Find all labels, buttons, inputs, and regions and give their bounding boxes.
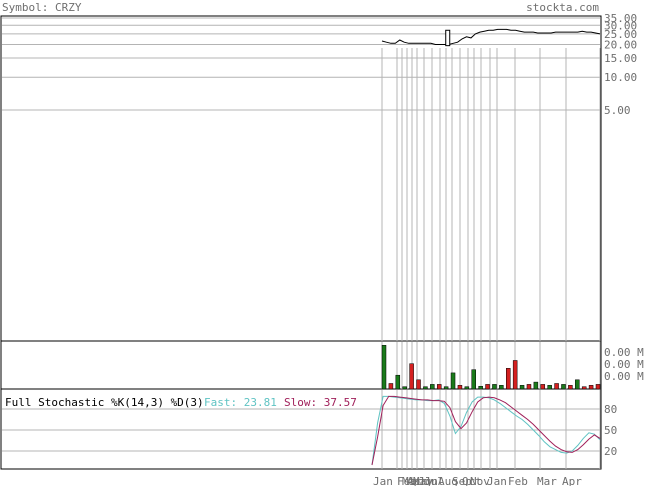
slow-value-label: Slow: 37.57 — [284, 396, 357, 409]
price-tick-label: 25.00 — [604, 28, 637, 41]
volume-tick-label: 0.00 M — [604, 346, 644, 359]
volume-bar — [540, 384, 546, 390]
volume-bar — [575, 379, 580, 390]
price-panel-frame — [0, 15, 602, 342]
volume-bar — [436, 384, 442, 390]
volume-bar — [561, 384, 566, 390]
x-tick-label: Feb — [397, 475, 417, 486]
volume-tick-label: 0.00 M — [604, 370, 644, 383]
x-tick-label: Aug — [438, 475, 458, 486]
volume-bar — [595, 384, 601, 390]
volume-bar — [464, 386, 470, 390]
price-tick-label: 10.00 — [604, 71, 637, 84]
x-tick-label: Oct — [462, 475, 482, 486]
volume-bar — [457, 385, 463, 390]
x-tick-label: Nov — [470, 475, 490, 486]
grid-lines — [2, 17, 601, 469]
price-tick-label: 5.00 — [604, 104, 631, 117]
volume-bar — [395, 374, 401, 390]
volume-bar — [430, 384, 435, 390]
x-tick-label: Jan — [487, 475, 507, 486]
stochastic-title: Full Stochastic %K(14,3) %D(3) — [5, 396, 204, 409]
x-tick-label: Jan — [373, 475, 393, 486]
price-tick-label: 20.00 — [604, 38, 637, 51]
volume-bar — [450, 372, 456, 390]
fast-value-label: Fast: 23.81 — [204, 396, 277, 409]
volume-bar — [554, 383, 559, 390]
volume-bar — [506, 368, 511, 390]
price-candle — [445, 29, 451, 47]
x-tick-label: Sep — [452, 475, 472, 486]
price-line — [381, 28, 601, 45]
price-tick-label: 30.00 — [604, 19, 637, 32]
volume-bar — [568, 385, 573, 390]
x-tick-label: Apr — [407, 475, 427, 486]
volume-bar — [519, 385, 525, 390]
volume-bar — [381, 345, 387, 390]
x-tick-label: Mar — [402, 475, 422, 486]
volume-bars — [381, 345, 601, 390]
x-tick-label: May — [413, 475, 433, 486]
stochastic-series — [371, 395, 601, 466]
volume-bar — [547, 385, 552, 390]
x-tick-label: Apr — [562, 475, 582, 486]
volume-bar — [492, 384, 497, 390]
volume-bar — [388, 383, 394, 390]
x-tick-label: Jun — [418, 475, 438, 486]
volume-tick-label: 0.00 M — [604, 358, 644, 371]
stochastic-tick-label: 50 — [604, 424, 617, 437]
volume-bar — [423, 386, 428, 390]
volume-bar — [443, 386, 449, 390]
volume-bar — [581, 386, 587, 390]
volume-bar — [409, 363, 414, 390]
volume-bar — [478, 385, 483, 390]
slow-line — [371, 395, 601, 466]
stochastic-tick-label: 80 — [604, 403, 617, 416]
volume-bar — [416, 379, 421, 390]
x-tick-label: Mar — [537, 475, 557, 486]
x-tick-label: Jul — [424, 475, 444, 486]
x-tick-label: Feb — [508, 475, 528, 486]
symbol-label: Symbol: CRZY — [2, 1, 82, 14]
price-series — [381, 28, 601, 47]
volume-bar — [485, 384, 490, 390]
volume-bar — [499, 385, 504, 390]
price-tick-label: 15.00 — [604, 52, 637, 65]
volume-bar — [588, 385, 594, 390]
volume-bar — [402, 386, 407, 390]
volume-panel-frame — [0, 340, 602, 390]
stochastic-tick-label: 20 — [604, 445, 617, 458]
volume-bar — [512, 360, 518, 390]
volume-bar — [471, 369, 476, 390]
site-label: stockta.com — [526, 1, 599, 14]
stochastic-panel-frame — [0, 388, 602, 470]
volume-bar — [533, 381, 539, 390]
volume-bar — [526, 384, 532, 390]
price-tick-label: 35.00 — [604, 12, 637, 25]
